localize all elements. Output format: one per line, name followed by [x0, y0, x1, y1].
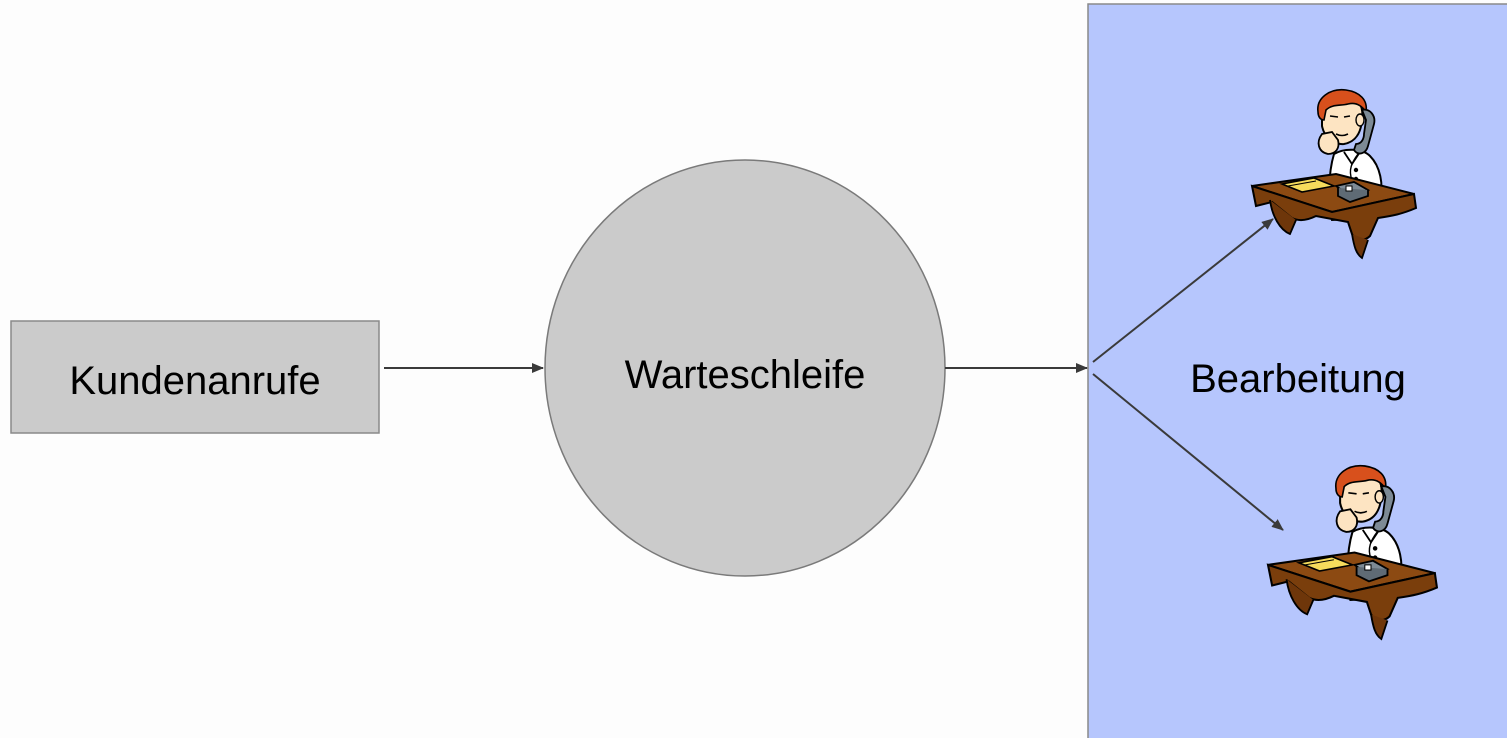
queue-label: Warteschleife: [625, 353, 866, 397]
source-box-label: Kundenanrufe: [69, 359, 320, 403]
processing-area: [1087, 3, 1507, 738]
arrow-to-agent-1: [1092, 218, 1274, 363]
arrow-to-agent-2: [1092, 373, 1284, 531]
processing-label: Bearbeitung: [1190, 357, 1406, 401]
source-box: [10, 320, 380, 434]
